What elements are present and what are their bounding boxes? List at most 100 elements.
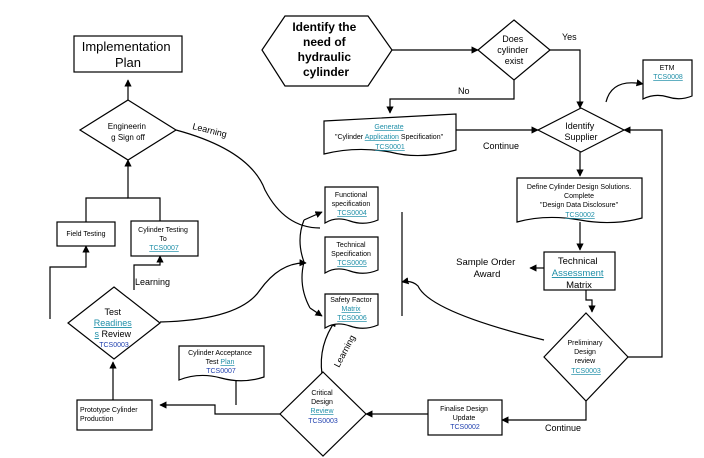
identify-supplier-node: Identify Supplier: [536, 107, 626, 153]
generate-link[interactable]: Generate: [374, 124, 403, 131]
technical-spec-text: Technical Specification TCS0005: [331, 242, 373, 267]
identify-need-node: Identify the need of hydraulic cylinder: [261, 15, 393, 87]
engineering-signoff-node: Engineerin g Sign off: [78, 99, 178, 161]
tcs0002-link[interactable]: TCS0002: [565, 212, 595, 219]
implementation-plan-node: Implementation Plan: [73, 35, 183, 73]
edge-critical-prototype: [159, 401, 280, 415]
connectors: [49, 46, 663, 424]
technical-assessment-box: [543, 251, 616, 291]
brace-to-functional: [303, 211, 323, 221]
tcs0007-link[interactable]: TCS0007: [149, 245, 179, 252]
brace-to-safety: [309, 307, 323, 317]
preliminary-review-node: Preliminary Design review TCS0003: [543, 312, 629, 402]
preliminary-review-text: Preliminary Design review TCS0003: [568, 340, 605, 375]
define-solutions-node: Define Cylinder Design Solutions. Comple…: [516, 177, 643, 224]
document-shape: [642, 59, 693, 100]
cylinder-testing-box: [130, 220, 199, 257]
define-solutions-text: Define Cylinder Design Solutions. Comple…: [527, 184, 633, 219]
diamond-shape: [279, 371, 367, 457]
cylinder-testing-node: Cylinder Testing To TCS0007: [130, 220, 199, 257]
cylinder-testing-text: Cylinder Testing To TCS0007: [138, 227, 190, 252]
edge-supplier-etm: [605, 79, 644, 103]
generate-spec-node: Generate "Cylinder Application Specifica…: [323, 113, 457, 157]
prototype-box: [76, 399, 153, 431]
learning-mid-label: Learning: [135, 277, 170, 287]
plan-link[interactable]: Plan: [220, 359, 234, 366]
document-shape: [323, 113, 457, 157]
field-testing-text: Field Testing: [66, 231, 105, 238]
acceptance-plan-text: Cylinder Acceptance Test Plan TCS0007: [188, 350, 254, 375]
test-readiness-node: Test Readines s Review TCS0003: [67, 286, 161, 360]
edge-field-up: [85, 197, 128, 222]
hexagon-shape: [261, 15, 393, 87]
matrix-link[interactable]: Matrix: [341, 306, 361, 313]
document-shape: [178, 345, 265, 382]
assessment-link[interactable]: Assessment: [552, 268, 604, 279]
engineering-signoff-text: Engineerin g Sign off: [108, 122, 148, 142]
acceptance-plan-node: Cylinder Acceptance Test Plan TCS0007: [178, 345, 265, 382]
document-shape: [324, 236, 379, 275]
tcs0001-link[interactable]: TCS0001: [375, 144, 405, 151]
tcs0008-link[interactable]: TCS0008: [653, 74, 683, 81]
application-link[interactable]: Application: [365, 134, 399, 141]
functional-spec-node: Functional specification TCS0004: [324, 186, 379, 225]
tcs0005-link[interactable]: TCS0005: [337, 260, 367, 267]
edge-continue-bottom: [501, 400, 587, 424]
etm-text: ETM TCS0008: [653, 65, 683, 81]
functional-spec-text: Functional specification TCS0004: [332, 192, 372, 217]
tcs0004-link[interactable]: TCS0004: [337, 210, 367, 217]
safety-factor-node: Safety Factor Matrix TCS0006: [324, 293, 379, 330]
identify-need-text: Identify the need of hydraulic cylinder: [292, 20, 359, 79]
tcs0006-link[interactable]: TCS0006: [337, 315, 367, 322]
document-shape: [516, 177, 643, 224]
technical-spec-node: Technical Specification TCS0005: [324, 236, 379, 275]
continue-bottom-label: Continue: [545, 423, 581, 433]
review-link[interactable]: Review: [311, 408, 335, 415]
diamond-shape: [543, 312, 629, 402]
learning-bottom-label: Learning: [332, 333, 357, 369]
diamond-shape: [67, 286, 161, 360]
implementation-plan-box: [73, 35, 183, 73]
finalise-design-box: [427, 399, 503, 436]
diamond-shape: [536, 107, 626, 153]
readiness-link-end[interactable]: s: [94, 329, 99, 339]
test-readiness-text: Test Readines s Review TCS0003: [94, 307, 135, 349]
yes-label: Yes: [562, 32, 577, 42]
edge-prelim-back: [401, 277, 545, 341]
edge-learning-top: [175, 129, 321, 229]
technical-assessment-node: Technical Assessment Matrix: [543, 251, 616, 291]
finalise-design-node: Finalise Design Update TCS0002: [427, 399, 503, 436]
critical-review-text: Critical Design Review TCS0003: [308, 390, 338, 425]
generate-spec-text: Generate "Cylinder Application Specifica…: [335, 124, 445, 151]
edge-prelim-supplier: [623, 126, 663, 358]
edge-ta-prelim: [585, 290, 596, 313]
implementation-plan-text: Implementation Plan: [82, 39, 175, 70]
field-testing-box: [56, 221, 116, 247]
does-cylinder-exist-text: Does cylinder exist: [497, 34, 531, 66]
document-shape: [324, 293, 379, 330]
edge-learning-mid: [159, 259, 307, 323]
edge-cyl-up: [124, 159, 161, 222]
prototype-text: Prototype Cylinder Production: [80, 407, 140, 423]
prototype-node: Prototype Cylinder Production: [76, 399, 153, 431]
field-testing-node: Field Testing: [56, 221, 116, 247]
edge-test-field: [49, 245, 90, 319]
no-label: No: [458, 86, 470, 96]
diamond-shape: [477, 19, 551, 81]
brace-left: [299, 219, 311, 309]
technical-assessment-text: Technical Assessment Matrix: [552, 256, 606, 291]
safety-factor-text: Safety Factor Matrix TCS0006: [330, 297, 374, 322]
etm-node: ETM TCS0008: [642, 59, 693, 100]
identify-supplier-text: Identify Supplier: [564, 121, 597, 142]
edge-yes: [550, 49, 584, 109]
tcs0003-link[interactable]: TCS0003: [571, 368, 601, 375]
continue-top-label: Continue: [483, 141, 519, 151]
finalise-design-text: Finalise Design Update TCS0002: [440, 406, 490, 431]
diamond-shape: [78, 99, 178, 161]
edge-test-cyl: [133, 255, 164, 290]
critical-review-node: Critical Design Review TCS0003: [279, 371, 367, 457]
sample-order-node: Sample Order Award: [456, 257, 518, 280]
readiness-link[interactable]: Readines: [94, 318, 133, 328]
sample-order-text: Sample Order Award: [456, 257, 518, 280]
